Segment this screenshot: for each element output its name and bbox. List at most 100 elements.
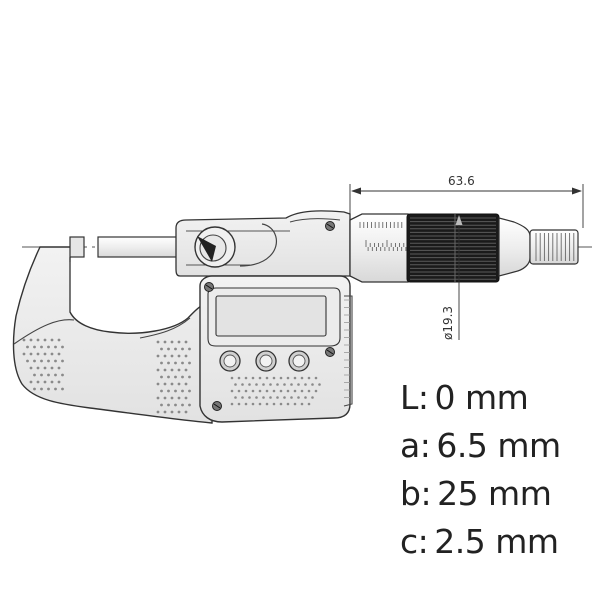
grip-dot <box>26 359 29 363</box>
grip-dot <box>283 396 286 399</box>
grip-dot <box>163 410 167 414</box>
grip-dot <box>237 389 241 393</box>
grip-dot <box>290 383 293 386</box>
grip-dot <box>230 389 234 393</box>
side-ribs <box>344 299 350 398</box>
spec-row-b: b:25 mm <box>400 470 590 518</box>
grip-dot <box>43 380 47 384</box>
grip-dot <box>272 389 276 393</box>
grip-dot <box>177 396 181 400</box>
housing-curve-2 <box>289 218 341 223</box>
grip-dot <box>293 389 297 393</box>
grip-dot <box>43 366 47 370</box>
grip-dot <box>184 410 188 414</box>
diameter-arrow <box>455 215 463 225</box>
grip-dot <box>279 389 283 393</box>
grip-dot <box>230 376 234 380</box>
grip-dot <box>251 389 255 393</box>
grip-dot <box>297 383 300 386</box>
grip-dot <box>170 340 174 344</box>
grip-dot <box>272 402 276 406</box>
grip-dot <box>184 396 188 400</box>
grip-dot <box>167 375 170 379</box>
lock-lever <box>197 236 216 262</box>
grip-dot <box>61 373 64 377</box>
grip-dot <box>50 366 54 370</box>
grip-dot <box>244 376 248 380</box>
grip-dot <box>174 403 177 407</box>
grip-dot <box>47 387 50 391</box>
grip-dot <box>163 396 167 400</box>
grip-dot <box>54 345 57 349</box>
grip-dot <box>188 403 191 407</box>
grip-dot <box>286 376 290 380</box>
display-button-1-inner <box>223 354 237 368</box>
spec-row-c: c:2.5 mm <box>400 518 590 566</box>
grip-dot <box>54 373 57 377</box>
grip-dot <box>47 373 50 377</box>
grip-dot <box>184 340 188 344</box>
grip-dot <box>279 376 283 380</box>
grip-dot <box>54 359 57 363</box>
grip-dot <box>181 389 184 393</box>
grip-dot <box>241 396 244 399</box>
grip-dot <box>163 368 167 372</box>
grip-dot <box>262 396 265 399</box>
spec-key: b: <box>400 474 432 513</box>
left-grip-dots <box>22 338 64 391</box>
grip-dot <box>286 402 290 406</box>
grip-dot <box>50 380 54 384</box>
spec-key: c: <box>400 522 429 561</box>
grip-dot <box>170 368 174 372</box>
grip-dot <box>170 396 174 400</box>
grip-dot <box>304 396 307 399</box>
grip-dot <box>300 376 304 380</box>
screw-display-bottom-slot <box>213 403 221 409</box>
spec-list: L:0 mm a:6.5 mm b:25 mm c:2.5 mm <box>400 374 590 566</box>
grip-dot <box>163 340 167 344</box>
spindle-rod <box>97 236 183 258</box>
grip-dot <box>290 396 293 399</box>
grip-dot <box>50 352 54 356</box>
grip-dot <box>22 338 26 342</box>
display-button-3-inner <box>292 354 306 368</box>
grip-dot <box>258 376 262 380</box>
thimble-knurl <box>410 217 496 280</box>
button-group <box>219 350 310 372</box>
grip-dot <box>174 361 177 365</box>
grip-dot <box>300 389 304 393</box>
grip-dot <box>61 359 64 363</box>
grip-dot <box>36 380 40 384</box>
grip-dot <box>156 354 160 358</box>
grip-dot <box>22 352 26 356</box>
grip-dot <box>177 382 181 386</box>
display-button-2-inner <box>259 354 273 368</box>
grip-dot <box>29 366 33 370</box>
grip-dot <box>269 383 272 386</box>
frame-body <box>12 246 215 424</box>
ratchet[interactable] <box>529 229 579 265</box>
grip-dot <box>156 340 160 344</box>
grip-dot <box>29 352 33 356</box>
grip-dot <box>57 338 61 342</box>
grip-dot <box>40 359 43 363</box>
grip-dot <box>163 382 167 386</box>
grip-dot <box>43 352 47 356</box>
thimble-cap <box>498 217 531 277</box>
right-grip-dots <box>156 340 191 414</box>
spec-row-a: a:6.5 mm <box>400 422 590 470</box>
length-dimension-label: 63.6 <box>448 174 475 188</box>
grip-dot <box>156 410 160 414</box>
grip-dot <box>283 383 286 386</box>
grip-dot <box>36 352 40 356</box>
grip-dot <box>167 403 170 407</box>
grip-dot <box>40 345 43 349</box>
lcd-screen <box>215 295 327 337</box>
grip-dot <box>304 383 307 386</box>
grip-dot <box>293 376 297 380</box>
grip-dot <box>61 387 64 391</box>
grip-dot <box>318 383 321 386</box>
grip-dot <box>174 347 177 351</box>
grip-dot <box>276 396 279 399</box>
grip-dot <box>156 382 160 386</box>
